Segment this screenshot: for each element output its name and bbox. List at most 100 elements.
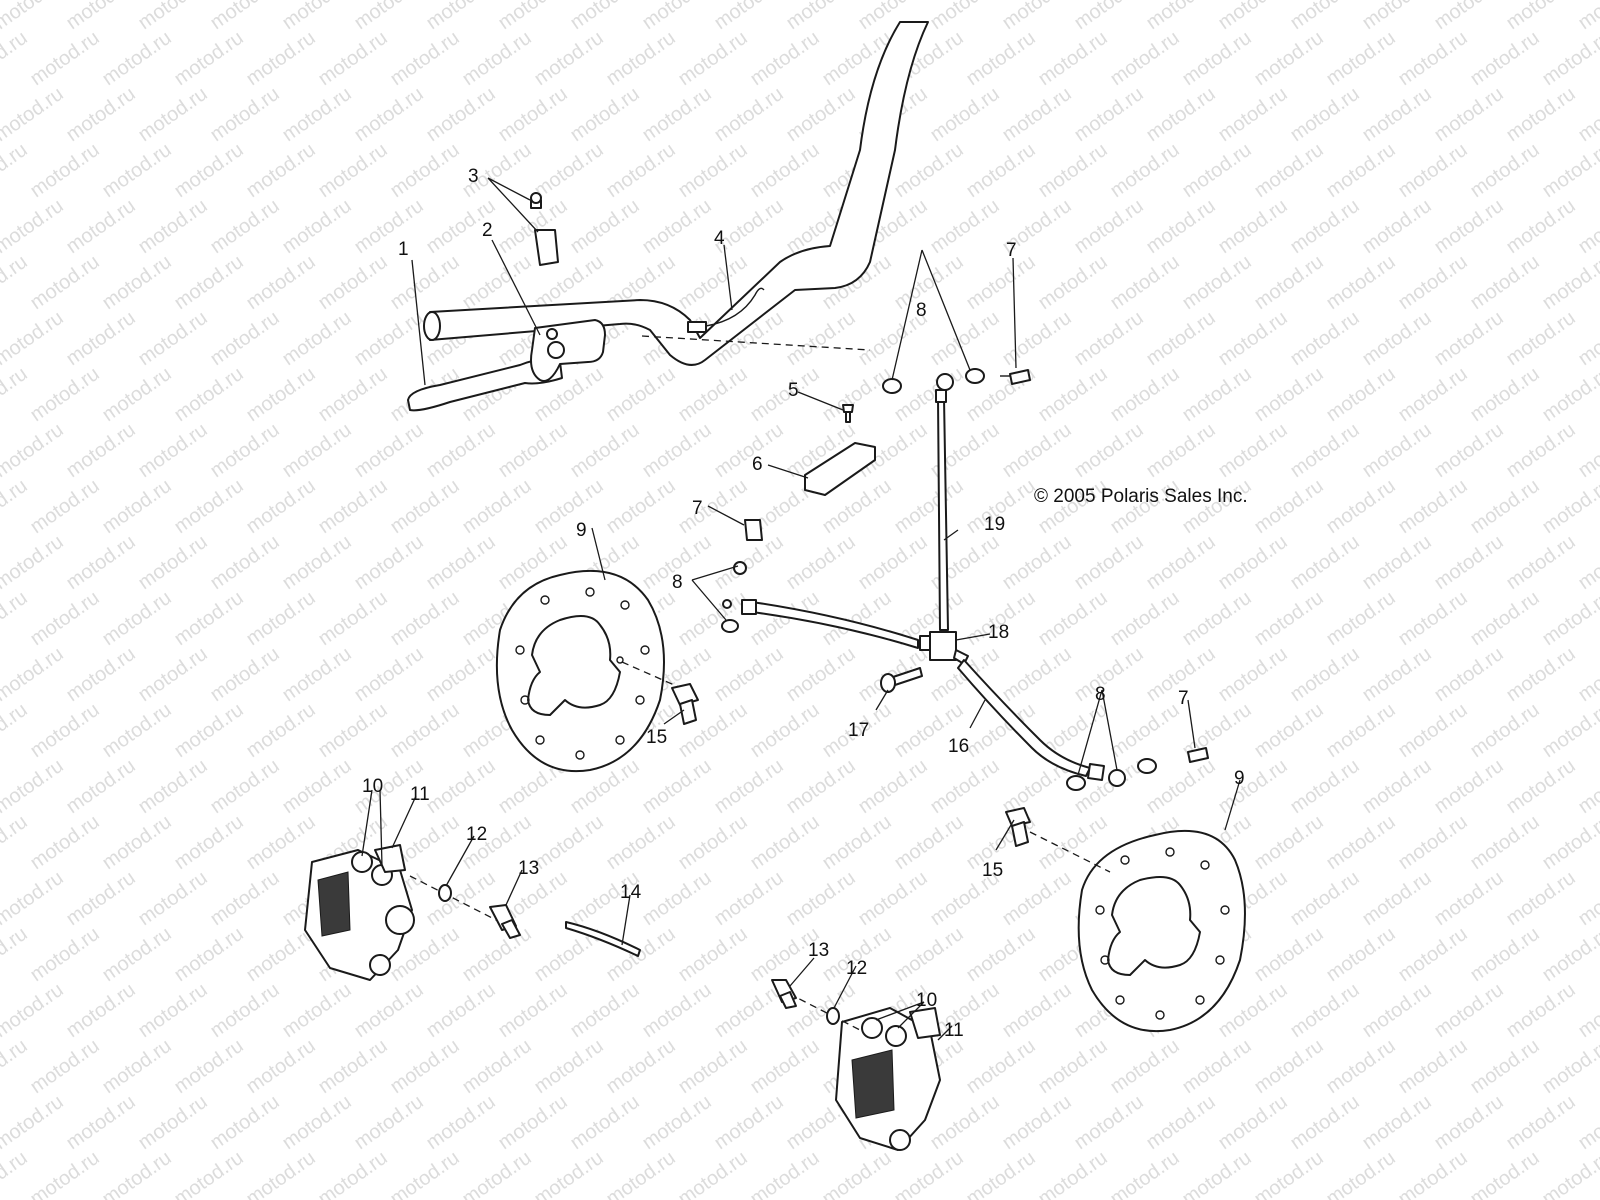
watermark-text: motod.ru (278, 0, 355, 34)
watermark-text: motod.ru (386, 1147, 463, 1200)
watermark-text: motod.ru (206, 307, 283, 370)
watermark-text: motod.ru (422, 531, 499, 594)
watermark-text: motod.ru (638, 979, 715, 1042)
watermark-text: motod.ru (962, 27, 1039, 90)
watermark-text: motod.ru (962, 1035, 1039, 1098)
watermark-text: motod.ru (206, 0, 283, 34)
right-brake-hose (957, 659, 1105, 781)
watermark-text: motod.ru (0, 923, 32, 986)
watermark-text: motod.ru (674, 1035, 751, 1098)
watermark-text: motod.ru (926, 195, 1003, 258)
watermark-text: motod.ru (242, 1035, 319, 1098)
watermark-text: motod.ru (1322, 811, 1399, 874)
watermark-text: motod.ru (1394, 699, 1471, 762)
watermark-text: motod.ru (0, 475, 32, 538)
watermark-text: motod.ru (26, 699, 103, 762)
watermark-text: motod.ru (638, 195, 715, 258)
watermark-text: motod.ru (494, 83, 571, 146)
watermark-text: motod.ru (530, 1035, 607, 1098)
right-banjo-assembly (1066, 747, 1209, 791)
watermark-text: motod.ru (674, 139, 751, 202)
watermark-text: motod.ru (1106, 139, 1183, 202)
watermark-text: motod.ru (854, 531, 931, 594)
watermark-text: motod.ru (1538, 363, 1600, 426)
watermark-text: motod.ru (134, 307, 211, 370)
watermark-text: motod.ru (134, 419, 211, 482)
watermark-text: motod.ru (1430, 643, 1507, 706)
watermark-text: motod.ru (170, 139, 247, 202)
watermark-text: motod.ru (1358, 979, 1435, 1042)
watermark-text: motod.ru (98, 1035, 175, 1098)
watermark-text: motod.ru (530, 27, 607, 90)
watermark-text: motod.ru (0, 27, 32, 90)
watermark-text: motod.ru (350, 1091, 427, 1154)
watermark-text: motod.ru (746, 1035, 823, 1098)
watermark-text: motod.ru (1466, 1147, 1543, 1200)
watermark-text: motod.ru (1322, 27, 1399, 90)
watermark-text: motod.ru (1070, 83, 1147, 146)
watermark-text: motod.ru (494, 0, 571, 34)
watermark-text: motod.ru (26, 1147, 103, 1200)
watermark-text: motod.ru (1430, 755, 1507, 818)
watermark-text: motod.ru (278, 979, 355, 1042)
master-cylinder-clamp (530, 192, 559, 266)
watermark-text: motod.ru (386, 475, 463, 538)
watermark-text: motod.ru (1502, 307, 1579, 370)
watermark-text: motod.ru (0, 531, 68, 594)
watermark-text: motod.ru (98, 27, 175, 90)
callout-labels: 1 2 3 4 5 6 7 8 7 8 9 10 11 12 13 14 15 … (362, 166, 1245, 1041)
callout-13-right: 13 (808, 940, 829, 961)
watermark-text: motod.ru (0, 1035, 32, 1098)
watermark-text: motod.ru (0, 643, 68, 706)
watermark-text: motod.ru (1142, 195, 1219, 258)
watermark-text: motod.ru (278, 643, 355, 706)
watermark-text: motod.ru (242, 475, 319, 538)
watermark-text: motod.ru (206, 755, 283, 818)
watermark-text: motod.ru (134, 1091, 211, 1154)
watermark-text: motod.ru (170, 587, 247, 650)
watermark-text: motod.ru (1538, 811, 1600, 874)
watermark-text: motod.ru (746, 139, 823, 202)
watermark-text: motod.ru (314, 475, 391, 538)
watermark-text: motod.ru (602, 1035, 679, 1098)
watermark-text: motod.ru (602, 811, 679, 874)
watermark-text: motod.ru (962, 923, 1039, 986)
brake-disc-right (1077, 829, 1246, 1033)
watermark-text: motod.ru (530, 811, 607, 874)
watermark-text: motod.ru (0, 867, 68, 930)
watermark-text: motod.ru (0, 363, 32, 426)
watermark-text: motod.ru (602, 475, 679, 538)
watermark-text: motod.ru (566, 1091, 643, 1154)
watermark-text: motod.ru (1574, 643, 1600, 706)
watermark-text: motod.ru (0, 0, 68, 34)
watermark-text: motod.ru (170, 475, 247, 538)
callout-9-right: 9 (1234, 768, 1245, 789)
watermark-text: motod.ru (782, 307, 859, 370)
watermark-text: motod.ru (1394, 811, 1471, 874)
left-banjo-assembly (721, 519, 763, 633)
watermark-text: motod.ru (1430, 195, 1507, 258)
watermark-text: motod.ru (998, 0, 1075, 34)
watermark-text: motod.ru (890, 475, 967, 538)
copyright-notice: © 2005 Polaris Sales Inc. (1034, 486, 1248, 507)
watermark-text: motod.ru (710, 755, 787, 818)
watermark-text: motod.ru (98, 363, 175, 426)
watermark-text: motod.ru (962, 251, 1039, 314)
callout-8-top: 8 (916, 300, 927, 321)
watermark-text: motod.ru (1574, 0, 1600, 34)
alignment-line (641, 335, 871, 351)
watermark-text: motod.ru (242, 139, 319, 202)
callout-14: 14 (620, 882, 642, 903)
callout-7-left: 7 (692, 498, 703, 519)
watermark-text: motod.ru (1358, 83, 1435, 146)
watermark-text: motod.ru (1286, 83, 1363, 146)
watermark-text: motod.ru (1142, 0, 1219, 34)
watermark-text: motod.ru (494, 419, 571, 482)
watermark-text: motod.ru (62, 531, 139, 594)
bleeder-left (489, 904, 521, 939)
watermark-text: motod.ru (854, 867, 931, 930)
watermark-text: motod.ru (566, 0, 643, 34)
watermark-text: motod.ru (62, 0, 139, 34)
callout-10-left: 10 (362, 776, 383, 797)
watermark-text: motod.ru (386, 1035, 463, 1098)
